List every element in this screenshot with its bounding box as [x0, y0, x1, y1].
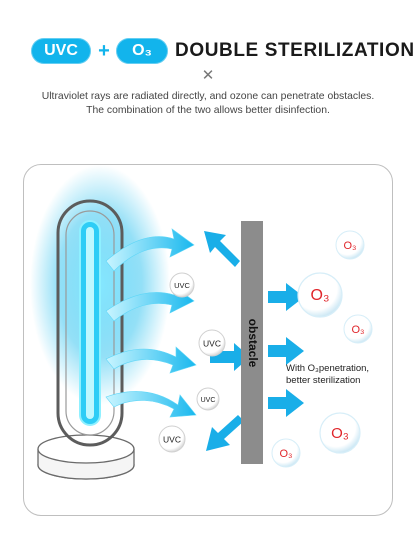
uvc-bubble: UVC	[169, 272, 195, 298]
cross-icon: ✕	[201, 67, 215, 84]
ozone-arrows	[268, 283, 304, 417]
penetration-caption-line-1: With O₃penetration,	[286, 363, 369, 374]
description-line-2: The combination of the two allows better…	[86, 105, 330, 116]
uv-ray-arrows	[105, 228, 197, 418]
uvc-bubble: UVC	[158, 425, 186, 453]
o3-bubble: O₃	[319, 412, 361, 454]
sterilization-diagram: obstacle UVC UVC UVC UVC O₃	[30, 165, 373, 480]
o3-bubble-label: O₃	[311, 287, 330, 304]
o3-pill: O₃	[116, 38, 168, 64]
uv-straight-arrows	[204, 231, 250, 451]
penetration-caption-line-2: better sterilization	[286, 375, 360, 386]
uvc-bubble-label: UVC	[201, 397, 216, 404]
obstacle-label: obstacle	[246, 319, 260, 368]
description-line-1: Ultraviolet rays are radiated directly, …	[41, 91, 375, 102]
uv-lamp	[56, 199, 124, 447]
o3-bubble: O₃	[271, 438, 301, 468]
plus-sign: +	[98, 39, 110, 62]
o3-bubble-label: O₃	[351, 324, 364, 336]
o3-bubble-label: O₃	[331, 425, 349, 442]
illustration-panel: obstacle UVC UVC UVC UVC O₃	[23, 164, 393, 516]
o3-bubble-label: O₃	[343, 240, 356, 252]
o3-bubble: O₃	[297, 272, 343, 318]
o3-bubble: O₃	[343, 314, 373, 344]
uvc-bubble-label: UVC	[203, 338, 221, 348]
header: UVC + O₃ DOUBLE STERILIZATION ✕ Ultravio…	[0, 0, 416, 120]
uvc-bubble-label: UVC	[174, 281, 190, 290]
uvc-bubble: UVC	[198, 329, 226, 357]
uvc-bubble-label: UVC	[163, 434, 181, 444]
lamp-base	[37, 434, 135, 480]
o3-bubble: O₃	[335, 230, 365, 260]
o3-bubble-label: O₃	[279, 448, 292, 460]
uvc-pill: UVC	[31, 38, 91, 64]
obstacle-bar	[241, 221, 263, 464]
uvc-bubble: UVC	[196, 387, 220, 411]
page-title: DOUBLE STERILIZATION	[175, 40, 415, 61]
